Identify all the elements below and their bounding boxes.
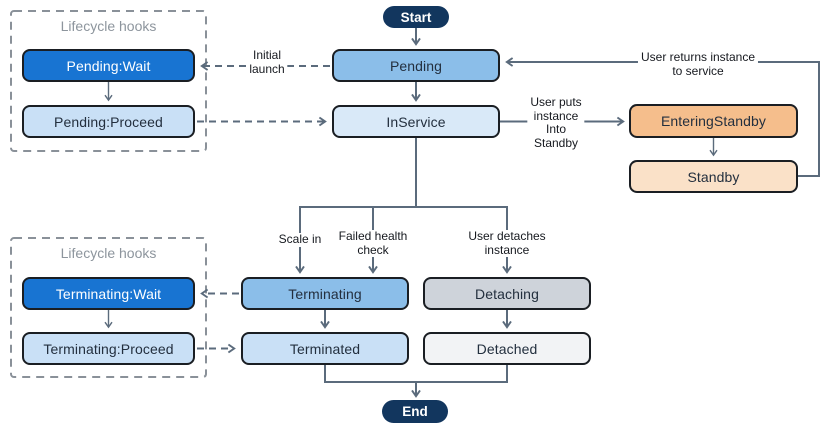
edge-label-scale-in: Scale in bbox=[275, 232, 325, 247]
edge-label-initial-launch: Initial launch bbox=[246, 48, 288, 76]
terminating-lifecycle-hooks-group: Lifecycle hooks bbox=[10, 237, 207, 378]
terminating-hooks-outline bbox=[10, 237, 207, 378]
group-title: Lifecycle hooks bbox=[60, 18, 157, 34]
node-inservice: InService bbox=[332, 105, 500, 138]
node-standby: Standby bbox=[629, 160, 798, 193]
node-detaching: Detaching bbox=[423, 277, 591, 310]
node-terminating: Terminating bbox=[241, 277, 409, 310]
group-title: Lifecycle hooks bbox=[60, 245, 157, 261]
edge-label-failed-health-check: Failed health check bbox=[335, 229, 411, 257]
pending-hooks-outline bbox=[10, 10, 207, 152]
node-pending-wait: Pending:Wait bbox=[22, 49, 195, 82]
node-pending-proceed: Pending:Proceed bbox=[22, 105, 195, 138]
edge-label-user-returns: User returns instance to service bbox=[637, 50, 759, 78]
edge-label-user-puts-standby: User puts instance Into Standby bbox=[527, 95, 585, 150]
edge-label-user-detaches: User detaches instance bbox=[465, 229, 549, 257]
node-pending: Pending bbox=[332, 49, 500, 82]
node-detached: Detached bbox=[423, 332, 591, 365]
node-terminating-proceed: Terminating:Proceed bbox=[22, 332, 195, 365]
pending-lifecycle-hooks-group: Lifecycle hooks bbox=[10, 10, 207, 152]
node-entering-standby: EnteringStandby bbox=[629, 104, 798, 138]
edge-merge-bar bbox=[324, 365, 508, 383]
node-terminated: Terminated bbox=[241, 332, 409, 365]
node-terminating-wait: Terminating:Wait bbox=[22, 277, 195, 310]
node-end: End bbox=[382, 400, 448, 423]
node-start: Start bbox=[383, 6, 449, 28]
